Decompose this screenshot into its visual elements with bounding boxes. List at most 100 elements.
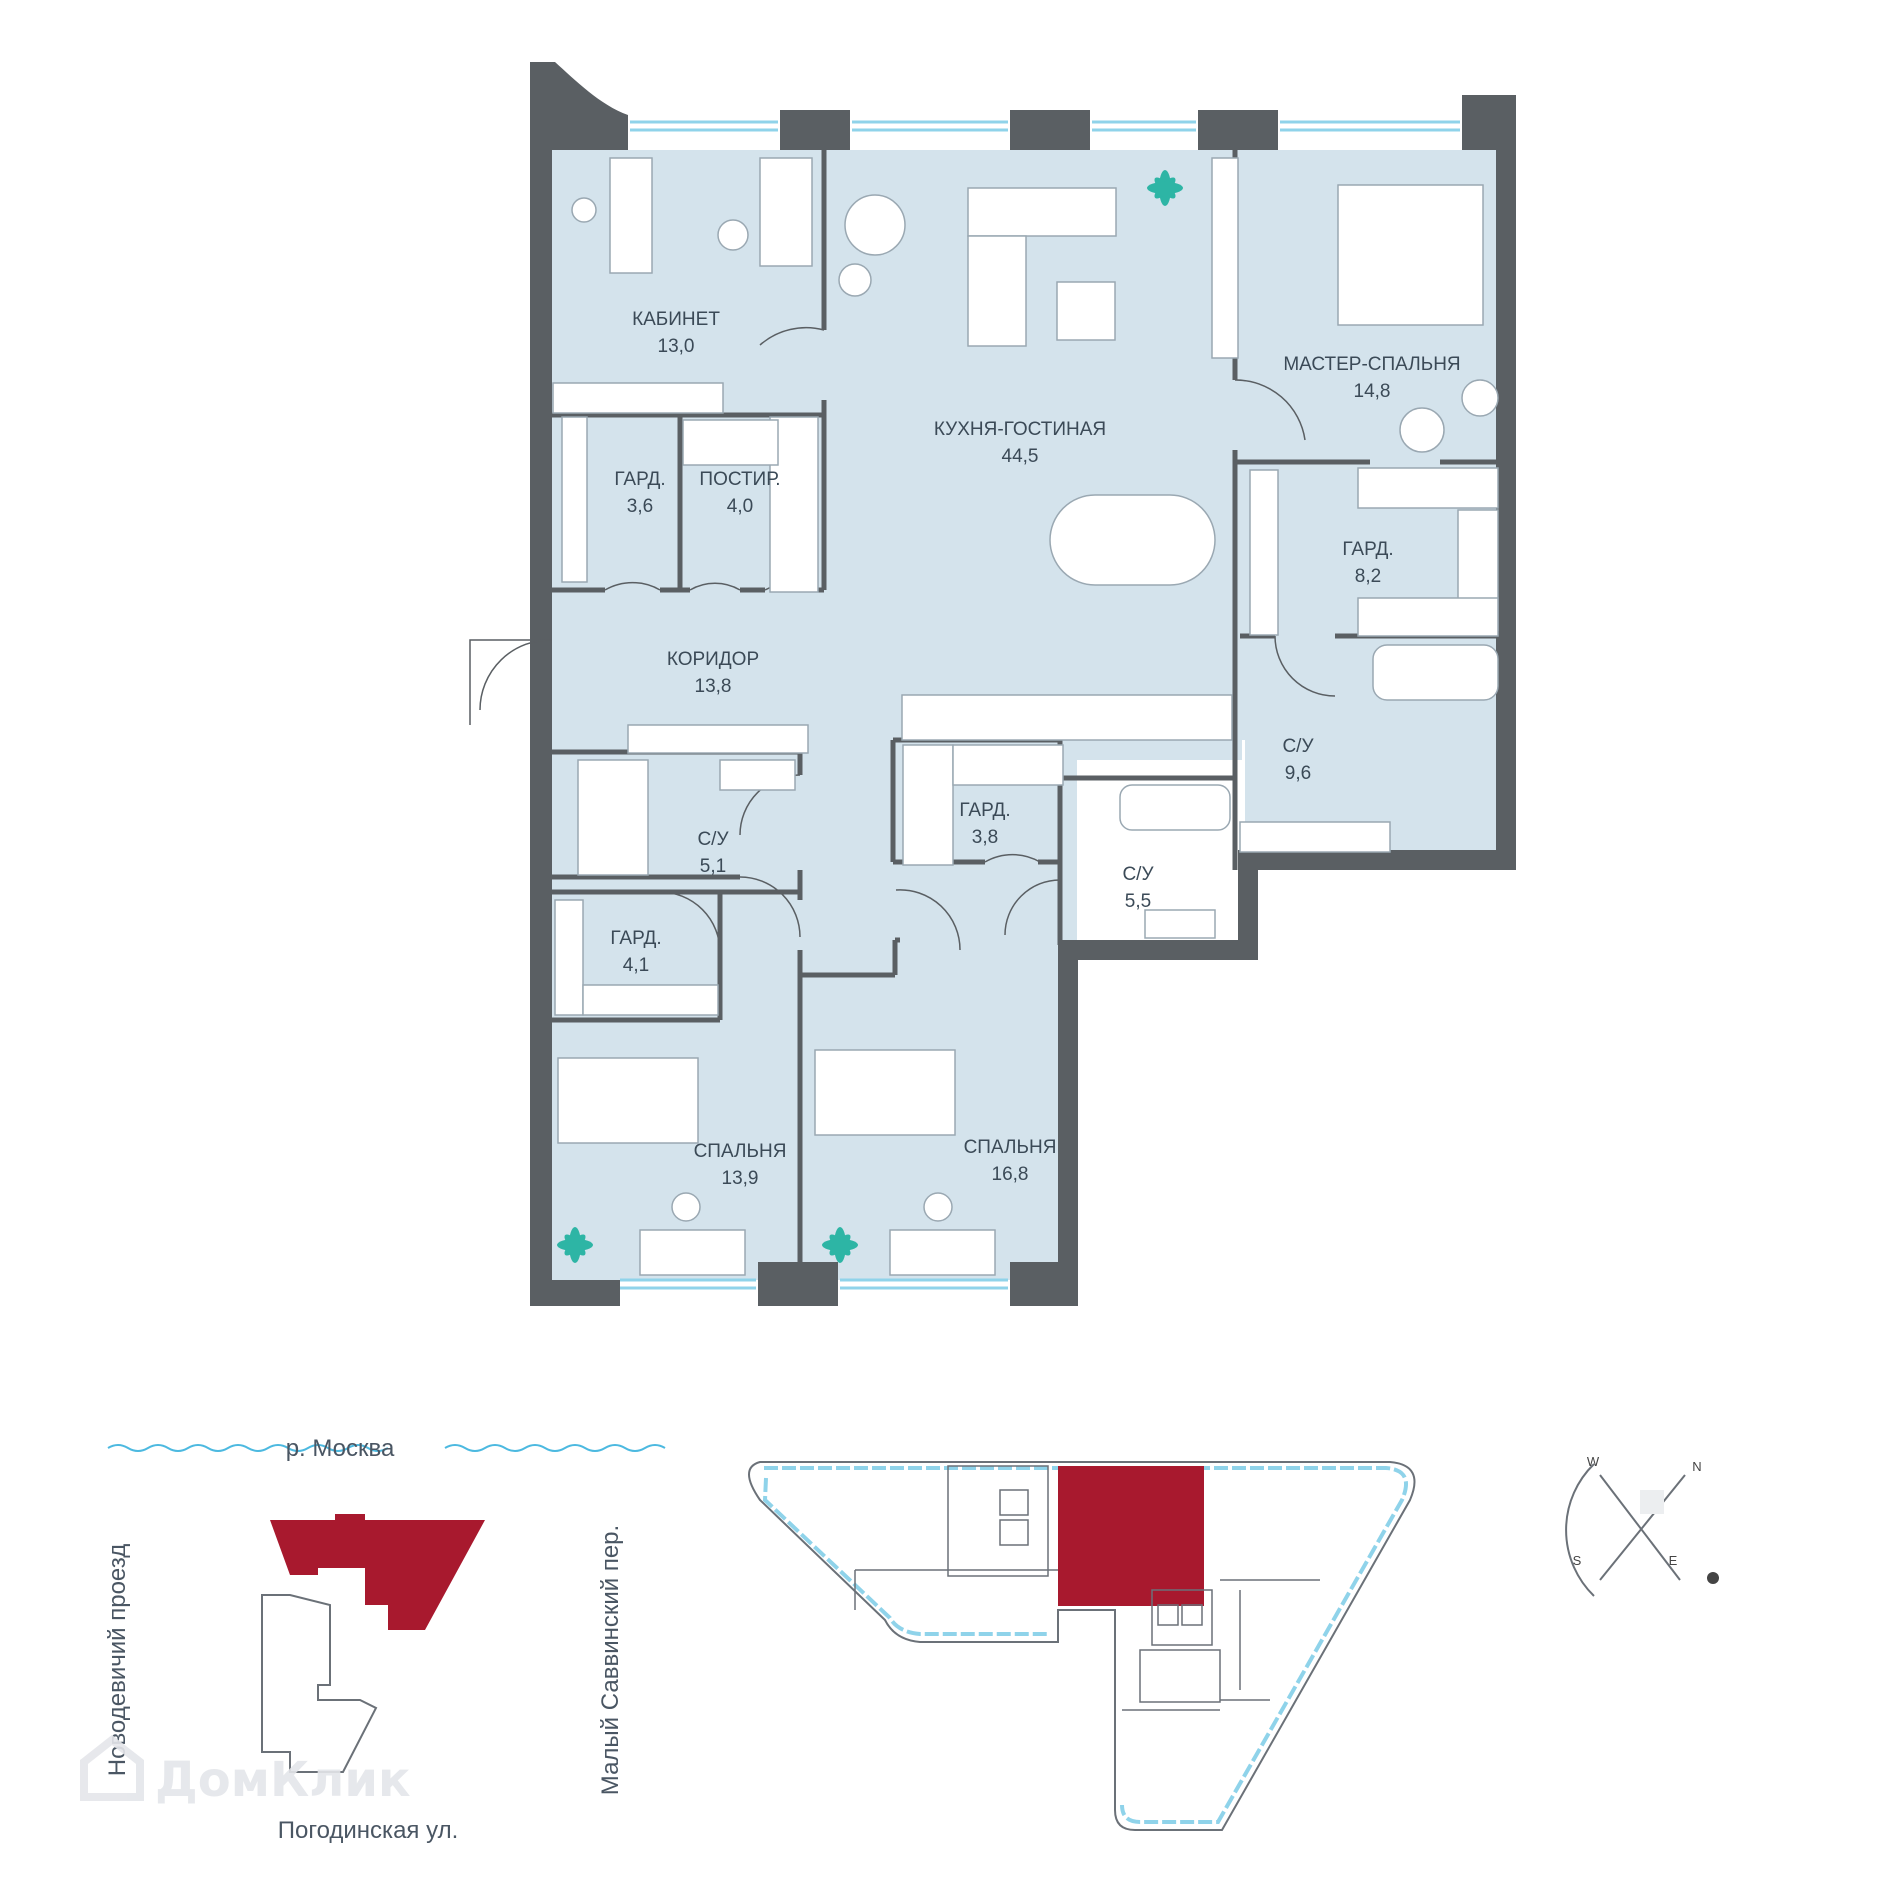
door-swings [469, 326, 1336, 953]
plant-icon [1147, 170, 1183, 206]
dining-table [1049, 494, 1216, 586]
room-name-gard4: ГАРД. [610, 928, 661, 949]
room-labels: КАБИНЕТ 13,0 КУХНЯ-ГОСТИНАЯ 44,5 МАСТЕР-… [610, 309, 1460, 1189]
room-area-master: 14,8 [1354, 381, 1391, 402]
floor-plan: КАБИНЕТ 13,0 КУХНЯ-ГОСТИНАЯ 44,5 МАСТЕР-… [469, 62, 1516, 1306]
desk-spalnya1 [639, 1229, 746, 1276]
room-name-spalnya2: СПАЛЬНЯ [964, 1137, 1057, 1158]
coffee-table [1056, 281, 1116, 341]
armchair-master [1399, 407, 1445, 453]
room-area-su3: 5,5 [1125, 891, 1151, 912]
room-area-spalnya1: 13,9 [722, 1168, 759, 1189]
river-label: р. Москва [286, 1435, 395, 1462]
shelf-gard3 [902, 744, 954, 866]
chair-spalnya2 [923, 1192, 953, 1222]
room-area-kabinet: 13,0 [658, 336, 695, 357]
chair-master [1461, 379, 1499, 417]
room-area-gard4: 4,1 [623, 955, 649, 976]
compass: W N S E [1565, 1454, 1719, 1597]
sofa-back [967, 187, 1117, 237]
desk-kabinet [609, 157, 653, 274]
compass-e: E [1669, 1553, 1678, 1568]
bathtub-su1 [1372, 644, 1499, 701]
room-name-su1: С/У [1282, 736, 1314, 757]
plants [557, 170, 1183, 1263]
chair-kabinet [571, 197, 597, 223]
side-table-kabinet [717, 219, 749, 251]
compass-w: W [1587, 1454, 1600, 1469]
keyplan-glass [764, 1466, 1408, 1824]
location-map: р. Москва Новодевичий проезд Малый Савви… [104, 1435, 666, 1844]
room-area-gard2: 8,2 [1355, 566, 1381, 587]
room-name-postir: ПОСТИР. [699, 469, 780, 490]
neighbor-building [261, 1594, 378, 1773]
keyplan-inner-walls [854, 1465, 1320, 1711]
floor-keyplan [748, 1461, 1416, 1831]
compass-marker [1640, 1490, 1664, 1514]
room-area-kuhnya: 44,5 [1002, 446, 1039, 467]
highlighted-building [270, 1514, 485, 1630]
furniture [552, 157, 1499, 1276]
plant-icon [822, 1227, 858, 1263]
room-name-kabinet: КАБИНЕТ [632, 309, 720, 330]
windows [620, 120, 1460, 1290]
chair-spalnya1 [671, 1192, 701, 1222]
compass-s: S [1573, 1553, 1582, 1568]
shelf-gard3-top [952, 744, 1064, 786]
street-bottom-label: Погодинская ул. [278, 1817, 459, 1844]
room-area-spalnya2: 16,8 [992, 1164, 1029, 1185]
compass-axis-we [1599, 1474, 1681, 1581]
room-name-su3: С/У [1122, 864, 1154, 885]
shower-su2 [577, 759, 649, 876]
watermark: ДомКлик [80, 1734, 411, 1808]
exterior-walls [530, 62, 1516, 1306]
bed-spalnya1 [557, 1057, 699, 1144]
street-right-label: Малый Саввинский пер. [597, 1525, 624, 1795]
sink-su1 [1239, 821, 1391, 853]
armchair-living [844, 194, 906, 256]
sink-su2 [719, 759, 796, 791]
keyplan-glass-left [762, 1477, 1050, 1636]
wardrobe-koridor [627, 724, 809, 754]
room-area-gard3: 3,8 [972, 827, 998, 848]
wardrobe-gard2-bottom [1357, 597, 1499, 637]
room-name-koridor: КОРИДОР [667, 649, 759, 670]
room-name-kuhnya: КУХНЯ-ГОСТИНАЯ [934, 419, 1106, 440]
watermark-text: ДомКлик [155, 1752, 411, 1808]
side-table-living [838, 263, 872, 297]
armchair-kabinet [759, 157, 813, 267]
river-wave-right [444, 1444, 666, 1452]
shelf-gard4-bottom [582, 984, 719, 1016]
house-icon [80, 1734, 144, 1801]
sofa-side [967, 235, 1027, 347]
keyplan-outline [748, 1461, 1416, 1831]
compass-ring [1565, 1463, 1595, 1597]
kitchen-counter [901, 694, 1233, 741]
street-left-label: Новодевичий проезд [104, 1544, 131, 1776]
room-name-gard2: ГАРД. [1342, 539, 1393, 560]
compass-dot [1707, 1572, 1719, 1584]
plant-icon [557, 1227, 593, 1263]
room-name-gard1: ГАРД. [614, 469, 665, 490]
bathtub-su3 [1119, 784, 1231, 831]
shelf-gard4 [554, 899, 584, 1016]
wardrobe-master [1211, 157, 1239, 359]
room-name-su2: С/У [697, 829, 729, 850]
room-name-gard3: ГАРД. [959, 800, 1010, 821]
compass-axis-ns [1599, 1474, 1686, 1581]
shelf-kabinet [552, 382, 724, 414]
room-name-master: МАСТЕР-СПАЛЬНЯ [1283, 354, 1460, 375]
bed-spalnya2 [814, 1049, 956, 1136]
desk-spalnya2 [889, 1229, 996, 1276]
room-area-su1: 9,6 [1285, 763, 1311, 784]
compass-n: N [1692, 1459, 1701, 1474]
sink-su3 [1144, 909, 1216, 939]
room-area-su2: 5,1 [700, 856, 726, 877]
shelf-gard1 [561, 416, 588, 583]
sink-postir [682, 419, 779, 466]
bed-master [1337, 184, 1484, 326]
room-area-koridor: 13,8 [695, 676, 732, 697]
river-wave-left [107, 1444, 389, 1452]
room-area-gard1: 3,6 [627, 496, 653, 517]
